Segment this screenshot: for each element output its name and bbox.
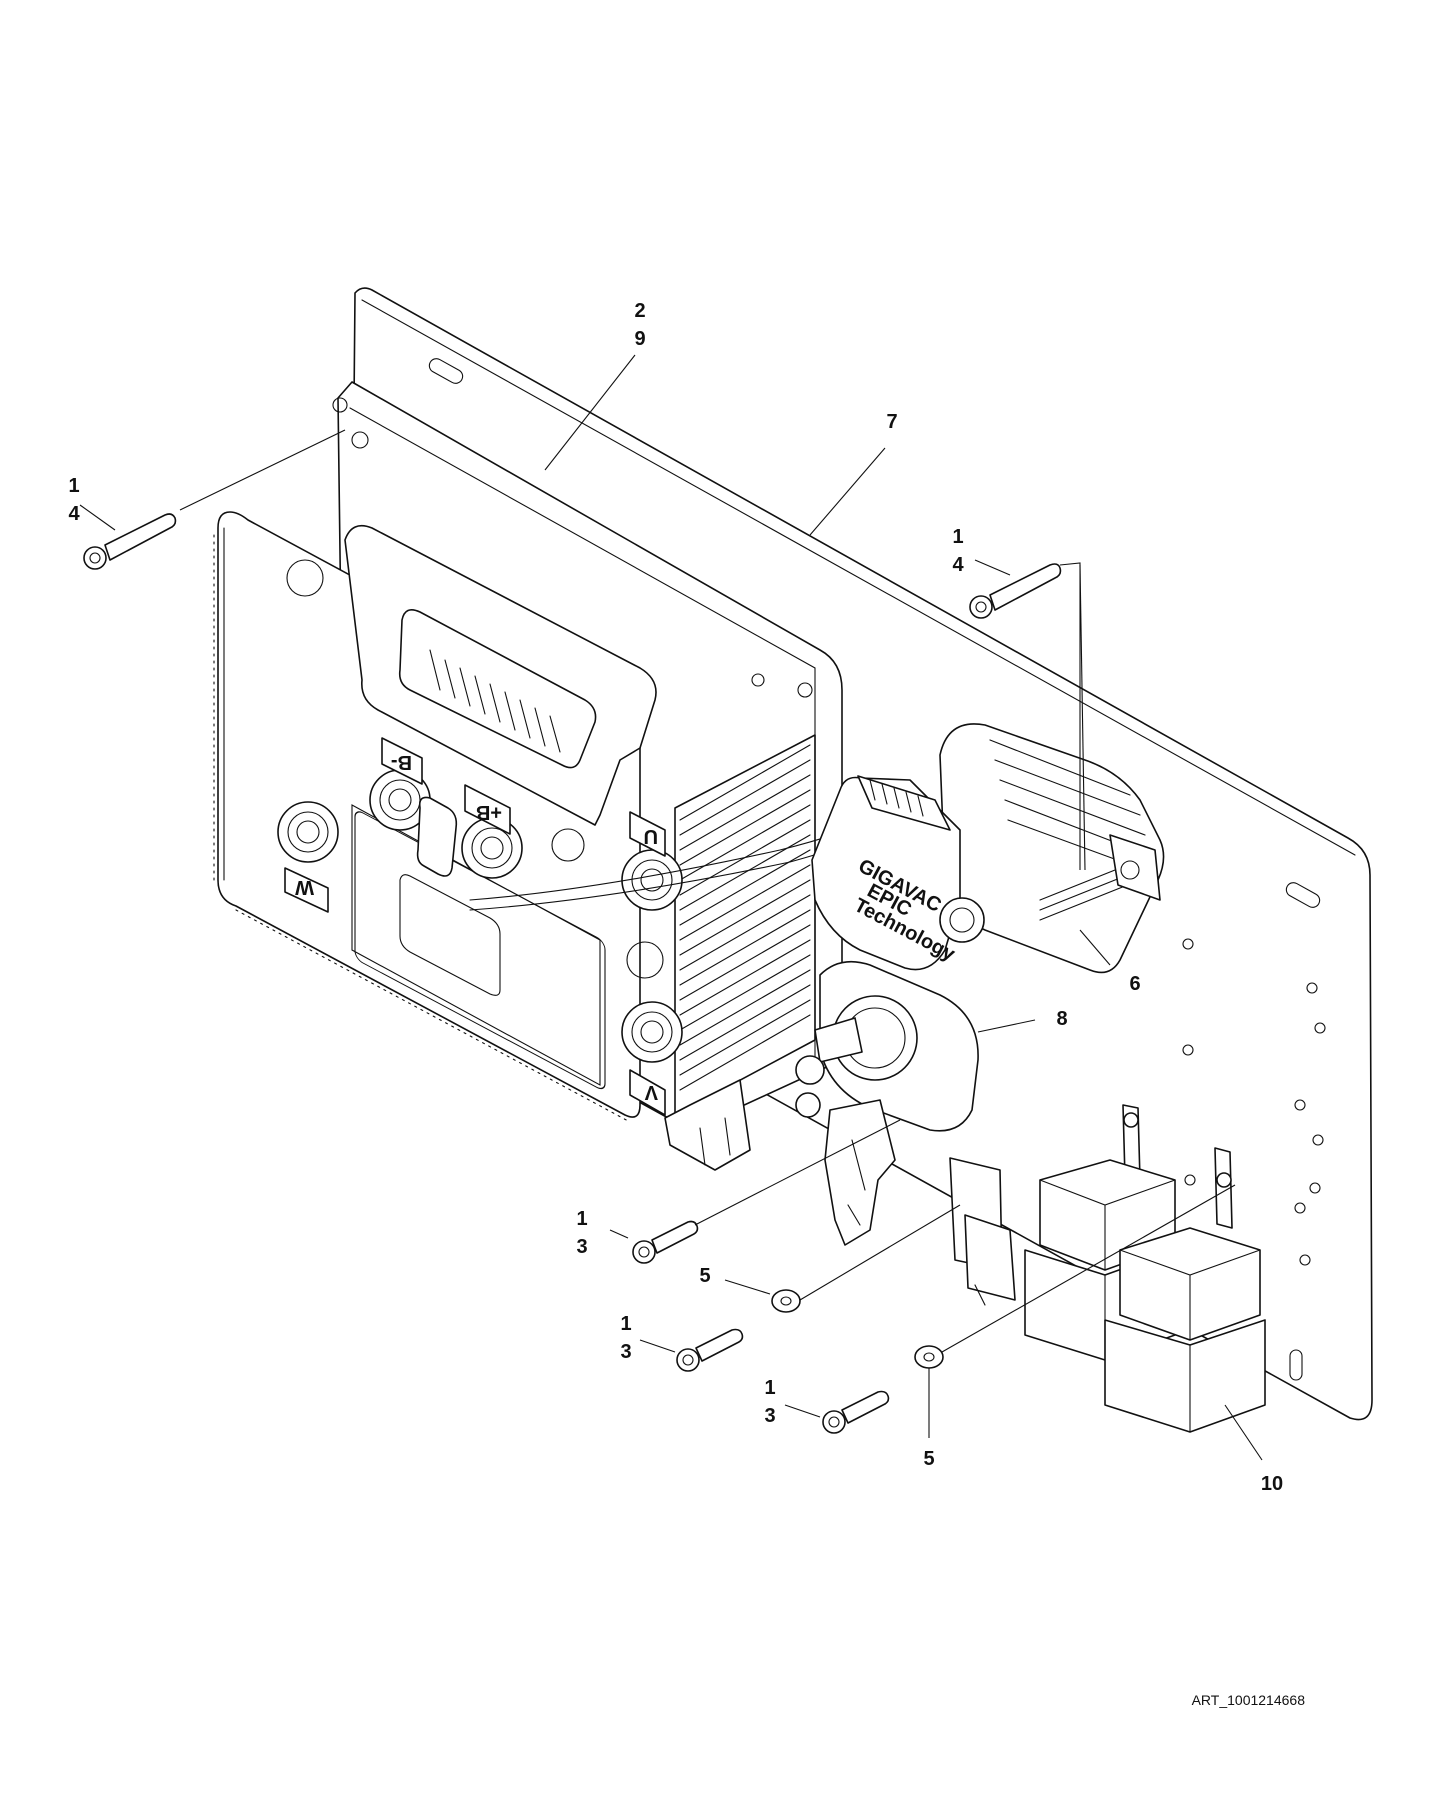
callout-line: 10 — [1261, 1473, 1283, 1495]
callout-line: 5 — [923, 1448, 934, 1470]
signal-connector — [398, 609, 597, 769]
callout-7: 7 — [886, 411, 897, 433]
callout-5-upper: 5 — [699, 1265, 710, 1287]
callout-line: 1 — [68, 475, 79, 497]
callout-line: 3 — [576, 1236, 587, 1258]
callout-1-3-c: 1 3 — [764, 1377, 775, 1427]
terminal-label-w: W — [295, 876, 314, 898]
callout-10: 10 — [1261, 1473, 1283, 1495]
terminal-b-plus: +B — [461, 784, 523, 879]
screw-bottom-b — [676, 1328, 744, 1372]
callout-line: 2 — [634, 300, 645, 322]
screw-top-right — [969, 563, 1062, 619]
callout-line: 6 — [1129, 973, 1140, 995]
callout-5-lower: 5 — [923, 1448, 934, 1470]
callout-line: 8 — [1056, 1008, 1067, 1030]
callout-line: 4 — [68, 503, 80, 525]
terminal-b-minus: B- — [369, 737, 431, 831]
terminal-label-b-plus: +B — [476, 801, 502, 823]
terminal-w: W — [277, 801, 339, 913]
callout-line: 3 — [764, 1405, 775, 1427]
callout-line: 1 — [764, 1377, 775, 1399]
motor-controller: W B- +B U V — [213, 381, 931, 1171]
contactor: GIGAVAC EPIC Technology — [811, 723, 1165, 974]
callout-line: 3 — [620, 1341, 631, 1363]
washer-upper — [771, 1289, 801, 1313]
callout-line: 9 — [634, 328, 645, 350]
callout-8: 8 — [1056, 1008, 1067, 1030]
callout-line: 1 — [576, 1208, 587, 1230]
callout-line: 5 — [699, 1265, 710, 1287]
callout-2-9: 2 9 — [634, 300, 645, 350]
screw-top-left — [83, 513, 177, 570]
callout-6: 6 — [1129, 973, 1140, 995]
fuse — [795, 960, 979, 1246]
callout-line: 1 — [952, 526, 963, 548]
screw-bottom-a — [632, 1220, 699, 1264]
callout-line: 4 — [952, 554, 964, 576]
terminal-u: U — [621, 811, 683, 911]
callout-labels: 2 9 7 1 4 1 4 6 8 1 3 5 1 3 — [68, 300, 1283, 1495]
terminal-v: V — [621, 1001, 683, 1116]
callout-1-4-left: 1 4 — [68, 475, 80, 525]
relay-assembly — [949, 1104, 1266, 1433]
callout-line: 7 — [886, 411, 897, 433]
terminal-label-v: V — [644, 1081, 658, 1103]
callout-line: 1 — [620, 1313, 631, 1335]
art-id: ART_1001214668 — [1192, 1692, 1306, 1708]
screw-bottom-c — [822, 1390, 890, 1434]
callout-1-3-b: 1 3 — [620, 1313, 631, 1363]
leader-lines — [79, 354, 1263, 1461]
terminal-label-u: U — [644, 825, 658, 847]
callout-1-3-a: 1 3 — [576, 1208, 587, 1258]
terminal-label-b-minus: B- — [391, 751, 412, 773]
washer-lower — [914, 1345, 944, 1369]
callout-1-4-right: 1 4 — [952, 526, 964, 576]
